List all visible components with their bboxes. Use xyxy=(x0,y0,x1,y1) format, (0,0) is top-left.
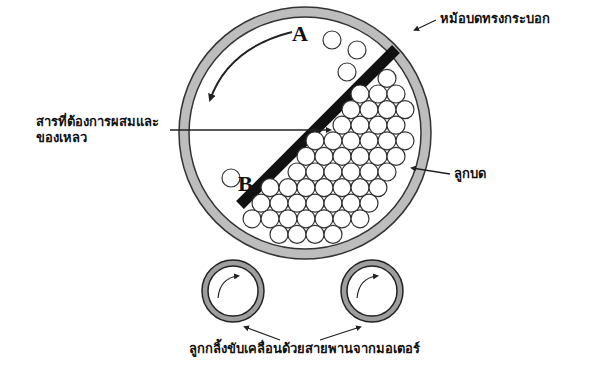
ball xyxy=(351,116,369,134)
ball xyxy=(351,147,369,165)
ball xyxy=(324,163,342,181)
roller xyxy=(202,260,264,322)
cylinder-shell xyxy=(179,7,431,259)
callout-label: หม้อบดทรงกระบอก xyxy=(440,11,550,27)
ball xyxy=(315,210,333,228)
ball xyxy=(369,147,387,165)
ball xyxy=(315,147,333,165)
ball xyxy=(323,31,341,49)
ball xyxy=(378,101,396,119)
ball xyxy=(261,210,279,228)
material-layer xyxy=(240,49,396,205)
ball xyxy=(288,163,306,181)
ball xyxy=(288,194,306,212)
letter-label: A xyxy=(292,20,308,48)
ball xyxy=(360,194,378,212)
ball xyxy=(351,210,369,228)
ball xyxy=(333,179,351,197)
leader-line xyxy=(415,20,436,30)
ball xyxy=(348,41,366,59)
ball xyxy=(270,194,288,212)
roller-rotation-arrow xyxy=(357,276,377,298)
ball xyxy=(306,225,324,243)
leader-line xyxy=(170,129,330,130)
ball xyxy=(369,85,387,103)
ball xyxy=(306,163,324,181)
ball xyxy=(333,116,351,134)
callout-label: ลูกกลิ้งขับเคลื่อนด้วยสายพานจากมอเตอร์ xyxy=(189,341,420,357)
ball xyxy=(297,210,315,228)
ball xyxy=(270,225,288,243)
ball xyxy=(342,163,360,181)
ball xyxy=(288,225,306,243)
ball xyxy=(360,163,378,181)
ball xyxy=(378,132,396,150)
ball xyxy=(342,132,360,150)
ball xyxy=(396,101,414,119)
ball xyxy=(324,225,342,243)
callout-label: สารที่ต้องการผสมและของเหลว xyxy=(36,114,166,147)
ball xyxy=(378,69,396,87)
ball xyxy=(342,194,360,212)
letter-label: B xyxy=(238,170,253,198)
ball xyxy=(324,194,342,212)
ball xyxy=(306,132,324,150)
ball xyxy=(222,169,240,187)
ball xyxy=(369,179,387,197)
roller xyxy=(341,260,403,322)
ball xyxy=(243,210,261,228)
leader-line xyxy=(412,168,450,174)
cylinder-inner xyxy=(189,17,421,249)
ball xyxy=(351,85,369,103)
ball xyxy=(338,63,356,81)
grinding-balls xyxy=(243,69,414,243)
ball xyxy=(333,147,351,165)
roller-inner xyxy=(208,266,258,316)
ball xyxy=(387,147,405,165)
ball xyxy=(396,132,414,150)
ball xyxy=(333,210,351,228)
ball xyxy=(342,101,360,119)
roller-inner xyxy=(347,266,397,316)
ball xyxy=(351,179,369,197)
ball xyxy=(360,101,378,119)
ball xyxy=(261,179,279,197)
leader-line xyxy=(245,327,280,340)
roller-rotation-arrow xyxy=(218,276,238,298)
leader-line xyxy=(320,327,360,340)
rotation-arrow xyxy=(210,32,292,100)
ball xyxy=(378,163,396,181)
ball xyxy=(297,147,315,165)
ball xyxy=(360,132,378,150)
ball xyxy=(279,210,297,228)
ball xyxy=(324,132,342,150)
callout-label: ลูกบด xyxy=(454,166,486,182)
ball xyxy=(252,194,270,212)
ball xyxy=(297,179,315,197)
ball xyxy=(387,85,405,103)
ball xyxy=(315,179,333,197)
ball xyxy=(306,194,324,212)
ball xyxy=(369,116,387,134)
ball xyxy=(387,116,405,134)
ball xyxy=(279,179,297,197)
